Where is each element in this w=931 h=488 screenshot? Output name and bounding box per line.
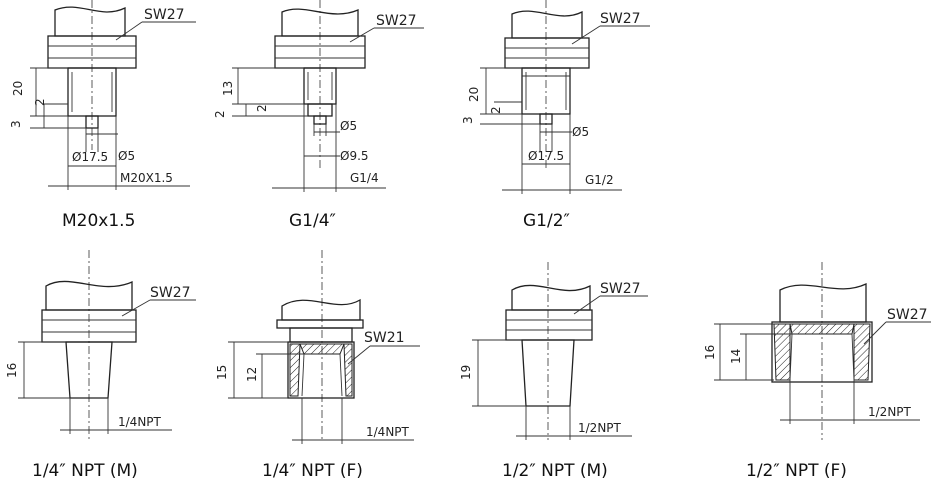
wrench-size: SW27 <box>376 13 417 29</box>
dim-step: 2 <box>33 98 47 106</box>
dim-tip: 3 <box>9 120 23 128</box>
wrench-size: SW27 <box>150 285 191 301</box>
dim-height: 16 <box>5 363 19 378</box>
dim-thread: G1/4 <box>350 171 379 185</box>
fitting-caption: 1/4″ NPT (F) <box>262 461 363 481</box>
wrench-size: SW27 <box>600 281 641 297</box>
fitting-m20x1-5: 20 2 3 Ø5 Ø17.5 M20X1.5 SW27 M20x1.5 <box>9 0 196 231</box>
dim-diameter: Ø9.5 <box>340 149 369 163</box>
dim-thread-depth: 12 <box>245 367 259 382</box>
fitting-1-4-npt-f: 15 12 1/4NPT SW21 1/4″ NPT (F) <box>215 250 420 481</box>
dim-thread: 1/4NPT <box>366 425 410 439</box>
dim-thread-depth: 14 <box>729 349 743 364</box>
dim-thread: M20X1.5 <box>120 171 173 185</box>
dim-diameter: Ø17.5 <box>72 150 108 164</box>
fitting-caption: G1/2″ <box>523 211 570 231</box>
dim-tip: 2 <box>213 110 227 118</box>
wrench-size: SW27 <box>887 307 928 323</box>
fitting-caption: G1/4″ <box>289 211 336 231</box>
fitting-caption: 1/4″ NPT (M) <box>32 461 138 481</box>
fitting-1-4-npt-m: 16 1/4NPT SW27 1/4″ NPT (M) <box>5 250 196 481</box>
fitting-caption: M20x1.5 <box>62 211 135 231</box>
fitting-caption: 1/2″ NPT (F) <box>746 461 847 481</box>
fitting-caption: 1/2″ NPT (M) <box>502 461 608 481</box>
dim-diameter: Ø17.5 <box>528 149 564 163</box>
dim-thread: 1/4NPT <box>118 415 162 429</box>
wrench-size: SW21 <box>364 330 405 346</box>
wrench-size: SW27 <box>144 7 185 23</box>
dim-thread: G1/2 <box>585 173 614 187</box>
fitting-1-2-npt-m: 19 1/2NPT SW27 1/2″ NPT (M) <box>459 262 648 481</box>
dim-thread: 1/2NPT <box>578 421 622 435</box>
dim-bore: Ø5 <box>340 119 357 133</box>
dim-outer-depth: 16 <box>703 345 717 360</box>
dim-thread: 1/2NPT <box>868 405 912 419</box>
wrench-size: SW27 <box>600 11 641 27</box>
dim-step: 2 <box>489 106 503 114</box>
dim-height: 13 <box>221 81 235 96</box>
fitting-1-2-npt-f: 16 14 1/2NPT SW27 1/2″ NPT (F) <box>703 262 931 481</box>
dim-outer-depth: 15 <box>215 365 229 380</box>
dim-tip: 3 <box>461 116 475 124</box>
dim-height: 20 <box>467 87 481 102</box>
dim-bore: Ø5 <box>572 125 589 139</box>
fitting-g1-2: 20 2 3 Ø5 Ø17.5 G1/2 SW27 G1/2″ <box>461 0 650 231</box>
dim-height: 20 <box>11 81 25 96</box>
fitting-g1-4: 13 2 2 Ø5 Ø9.5 G1/4 SW27 G1/4″ <box>213 0 424 231</box>
dim-height: 19 <box>459 365 473 380</box>
dim-step: 2 <box>255 104 269 112</box>
dim-bore: Ø5 <box>118 149 135 163</box>
